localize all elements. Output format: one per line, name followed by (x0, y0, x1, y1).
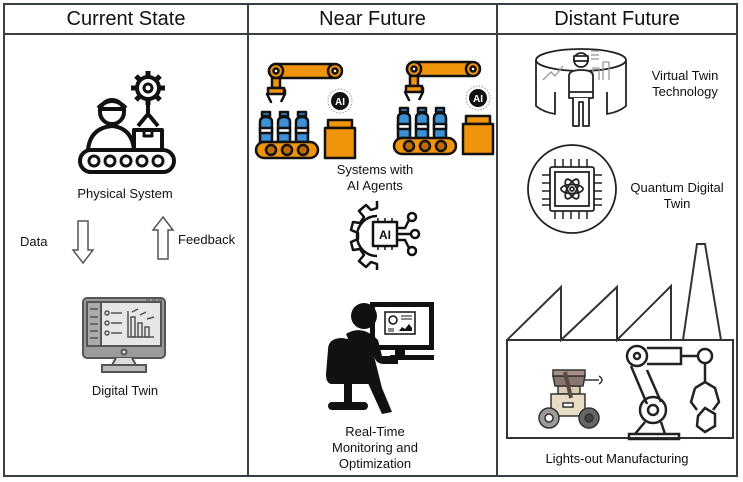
physical-system-label: Physical System (77, 186, 173, 201)
column-divider-1 (247, 3, 249, 477)
monitoring-label-line3: Optimization (338, 456, 412, 471)
ai-badge-text: AI (335, 97, 345, 108)
column-header-current-state: Current State (66, 8, 186, 30)
header-divider (3, 33, 738, 35)
ai-agents-label-line1: Systems with (336, 162, 414, 177)
physical-system-icon (78, 71, 176, 174)
quantum-label-line1: Quantum Digital (630, 180, 724, 195)
monitoring-label-line1: Real-Time (345, 424, 405, 439)
column-header-near-future: Near Future (319, 8, 426, 30)
digital-twin-label: Digital Twin (91, 383, 159, 398)
feedback-arrow-up-icon (151, 215, 175, 260)
feedback-label: Feedback (178, 232, 236, 247)
diagram-frame (3, 3, 738, 477)
quantum-label-line2: Twin (663, 196, 691, 211)
lights-out-factory-icon (506, 243, 734, 441)
virtual-twin-label-line1: Virtual Twin (651, 68, 719, 83)
data-arrow-down-icon (71, 220, 95, 265)
virtual-twin-label: Virtual Twin Technology (630, 68, 740, 100)
monitoring-label: Real-Time Monitoring and Optimization (310, 424, 440, 472)
gear-icon (131, 71, 165, 105)
virtual-twin-icon (535, 48, 627, 127)
digital-twin-monitor-icon (82, 297, 166, 373)
rover-robot-icon (538, 369, 603, 429)
lights-out-manufacturing-label: Lights-out Manufacturing (545, 451, 689, 466)
realtime-monitoring-icon (326, 302, 434, 414)
ai-agents-label-line2: AI Agents (347, 178, 403, 193)
virtual-twin-label-line2: Technology (652, 84, 718, 99)
ai-chip-text: AI (379, 228, 391, 242)
ai-badge-text: AI (473, 94, 483, 105)
data-label: Data (20, 234, 48, 249)
ai-robot-arm-icon-1: AI (254, 62, 357, 160)
column-divider-2 (496, 3, 498, 477)
ai-robot-arm-icon-2: AI (392, 60, 495, 156)
column-header-distant-future: Distant Future (554, 8, 680, 30)
ai-agents-label: Systems with AI Agents (310, 162, 440, 194)
bottles-icon (258, 110, 310, 144)
quantum-chip-icon (527, 144, 617, 234)
bottles-icon (396, 106, 448, 140)
industrial-robot-arm-icon (625, 344, 721, 441)
quantum-digital-twin-label: Quantum Digital Twin (618, 180, 736, 212)
monitoring-label-line2: Monitoring and (332, 440, 418, 455)
ai-gear-chip-icon: AI (349, 201, 421, 270)
